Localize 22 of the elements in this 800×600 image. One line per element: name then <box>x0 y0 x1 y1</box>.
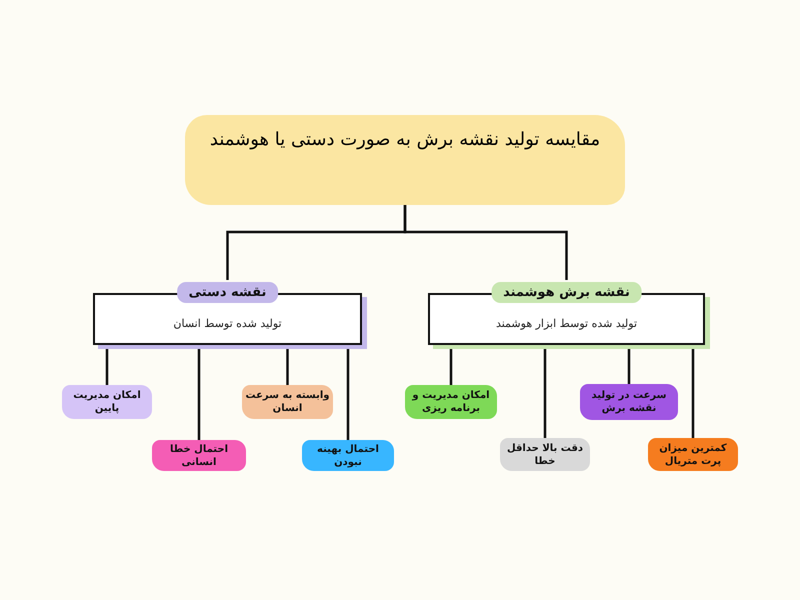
connector-line <box>404 205 568 280</box>
connector-line <box>346 346 350 440</box>
leaf-box: وابسته به سرعت انسان <box>242 385 333 419</box>
heading-tab: نقشه دستی <box>176 282 278 303</box>
box-text: تولید شده توسط انسان <box>172 317 283 330</box>
leaf-box: دقت بالا حداقل خطا <box>500 438 590 471</box>
leaf-box: احتمال خطا انسانی <box>152 440 246 471</box>
heading-tab: نقشه برش هوشمند <box>491 282 642 303</box>
leaf-box: احتمال بهینه نبودن <box>302 440 394 471</box>
connector-line <box>198 346 200 440</box>
connector-line <box>544 346 546 438</box>
leaf-box: امکان مدیریت پایین <box>62 385 152 419</box>
leaf-box: سرعت در تولید نقشه برش <box>580 384 678 420</box>
leaf-box: امکان مدیریت و برنامه ریزی <box>405 385 497 419</box>
connector-line <box>450 346 452 385</box>
connector-line <box>106 346 108 385</box>
connector-line <box>692 346 694 438</box>
title-banner: مقایسه تولید نقشه برش به صورت دستی یا هوشمند <box>185 115 625 205</box>
connector-line <box>628 346 630 384</box>
box-text: تولید شده توسط ابزار هوشمند <box>494 317 638 330</box>
leaf-box: کمترین میزان پرت متریال <box>648 438 738 471</box>
connector-line <box>286 346 289 385</box>
